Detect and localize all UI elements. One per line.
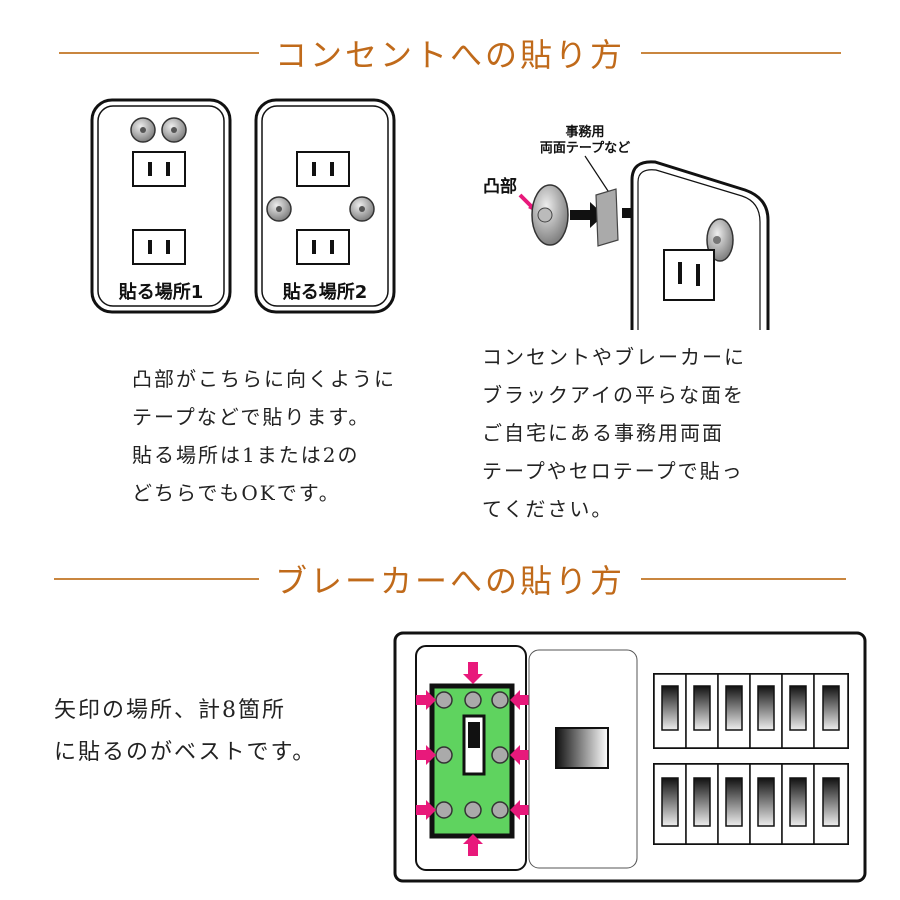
convex-label: 凸部: [483, 176, 517, 197]
breaker-diagram: [393, 631, 867, 883]
place2-label: 貼る場所2: [283, 281, 368, 303]
arrow-top: [463, 662, 483, 684]
screws: [435, 691, 509, 819]
outlet-diagrams: 貼る場所1 貼る場所2 事務用 両面テープなど 凸部: [90, 98, 770, 330]
outlet-left-text: 凸部がこちらに向くように テープなどで貼ります。 貼る場所は1または2の どちら…: [132, 367, 396, 505]
tape-piece: [595, 188, 619, 247]
arrow-right-3: [510, 800, 530, 820]
title-rule-right: [641, 578, 846, 580]
socket: [296, 151, 350, 187]
arrow-left-1: [416, 690, 436, 710]
arrow-marks: [416, 662, 530, 856]
title-rule-left: [53, 578, 259, 580]
breaker-section-title: ブレーカーへの貼り方: [0, 556, 900, 602]
outlet-right-text: コンセントやブレーカーに ブラックアイの平らな面を ご自宅にある事務用両面 テー…: [482, 345, 746, 521]
outlet-section-title: コンセントへの貼り方: [0, 30, 900, 76]
title-rule-left: [58, 52, 259, 54]
place1-label: 貼る場所1: [119, 281, 204, 303]
arrow-left-2: [416, 745, 436, 765]
arrow-right-1: [510, 690, 530, 710]
breaker-title-text: ブレーカーへの貼り方: [274, 562, 625, 600]
branch-breakers: [653, 673, 849, 845]
middle-switch: [555, 727, 609, 769]
arrow-right-2: [510, 745, 530, 765]
socket: [132, 151, 186, 187]
outlet-plate-perspective: [630, 160, 770, 330]
breaker-text: 矢印の場所、計8箇所 に貼るのがベストです。: [54, 698, 317, 765]
outlet-plate-1: 貼る場所1: [90, 98, 232, 314]
socket: [132, 229, 186, 265]
arrow-bottom: [463, 834, 483, 856]
tape-label-line1: 事務用: [565, 124, 604, 140]
title-rule-right: [641, 52, 841, 54]
tape-label-line2: 両面テープなど: [540, 141, 630, 156]
arrow-left-3: [416, 800, 436, 820]
attach-diagram: 事務用 両面テープなど 凸部: [483, 124, 770, 330]
socket: [296, 229, 350, 265]
socket: [663, 249, 715, 301]
outlet-title-text: コンセントへの貼り方: [274, 36, 625, 74]
outlet-plate-2: 貼る場所2: [254, 98, 396, 314]
